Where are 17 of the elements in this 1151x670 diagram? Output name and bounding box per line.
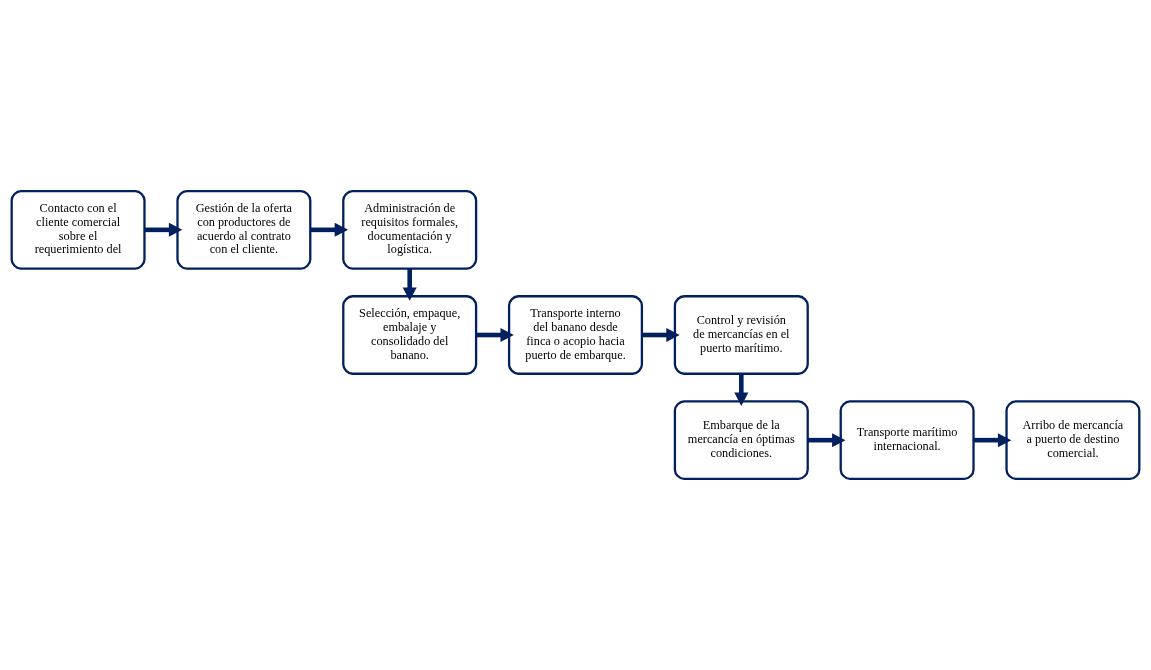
arrow bbox=[642, 327, 680, 343]
node-box: Transporte marítimo internacional. bbox=[839, 400, 975, 481]
node-box: Administración de requisitos formales, documentación y logística. bbox=[342, 189, 478, 270]
node-box: Selección, empaque, embalaje y consolidado del banano. bbox=[342, 295, 478, 375]
node-box: Gestión de la oferta con productores de acuerdo al contrato con el cliente. bbox=[176, 189, 312, 270]
node-box: Transporte interno del banano desde finca o acopio hacia puerto de embarque. bbox=[507, 295, 644, 375]
arrow bbox=[734, 373, 749, 406]
arrow bbox=[973, 433, 1012, 448]
node-box: Control y revisión de mercancías en el puerto marítimo. bbox=[673, 295, 809, 375]
node-box: Arribo de mercancía a puerto de destino comercial. bbox=[1005, 400, 1141, 481]
arrow bbox=[144, 222, 183, 237]
arrow bbox=[808, 433, 846, 448]
arrow bbox=[402, 268, 417, 301]
arrow bbox=[310, 222, 349, 237]
arrow bbox=[476, 327, 514, 343]
node-box: Contacto con el cliente comercial sobre el requerimiento del bbox=[10, 189, 146, 270]
node-box: Embarque de la mercancía en óptimas condiciones. bbox=[673, 400, 809, 481]
